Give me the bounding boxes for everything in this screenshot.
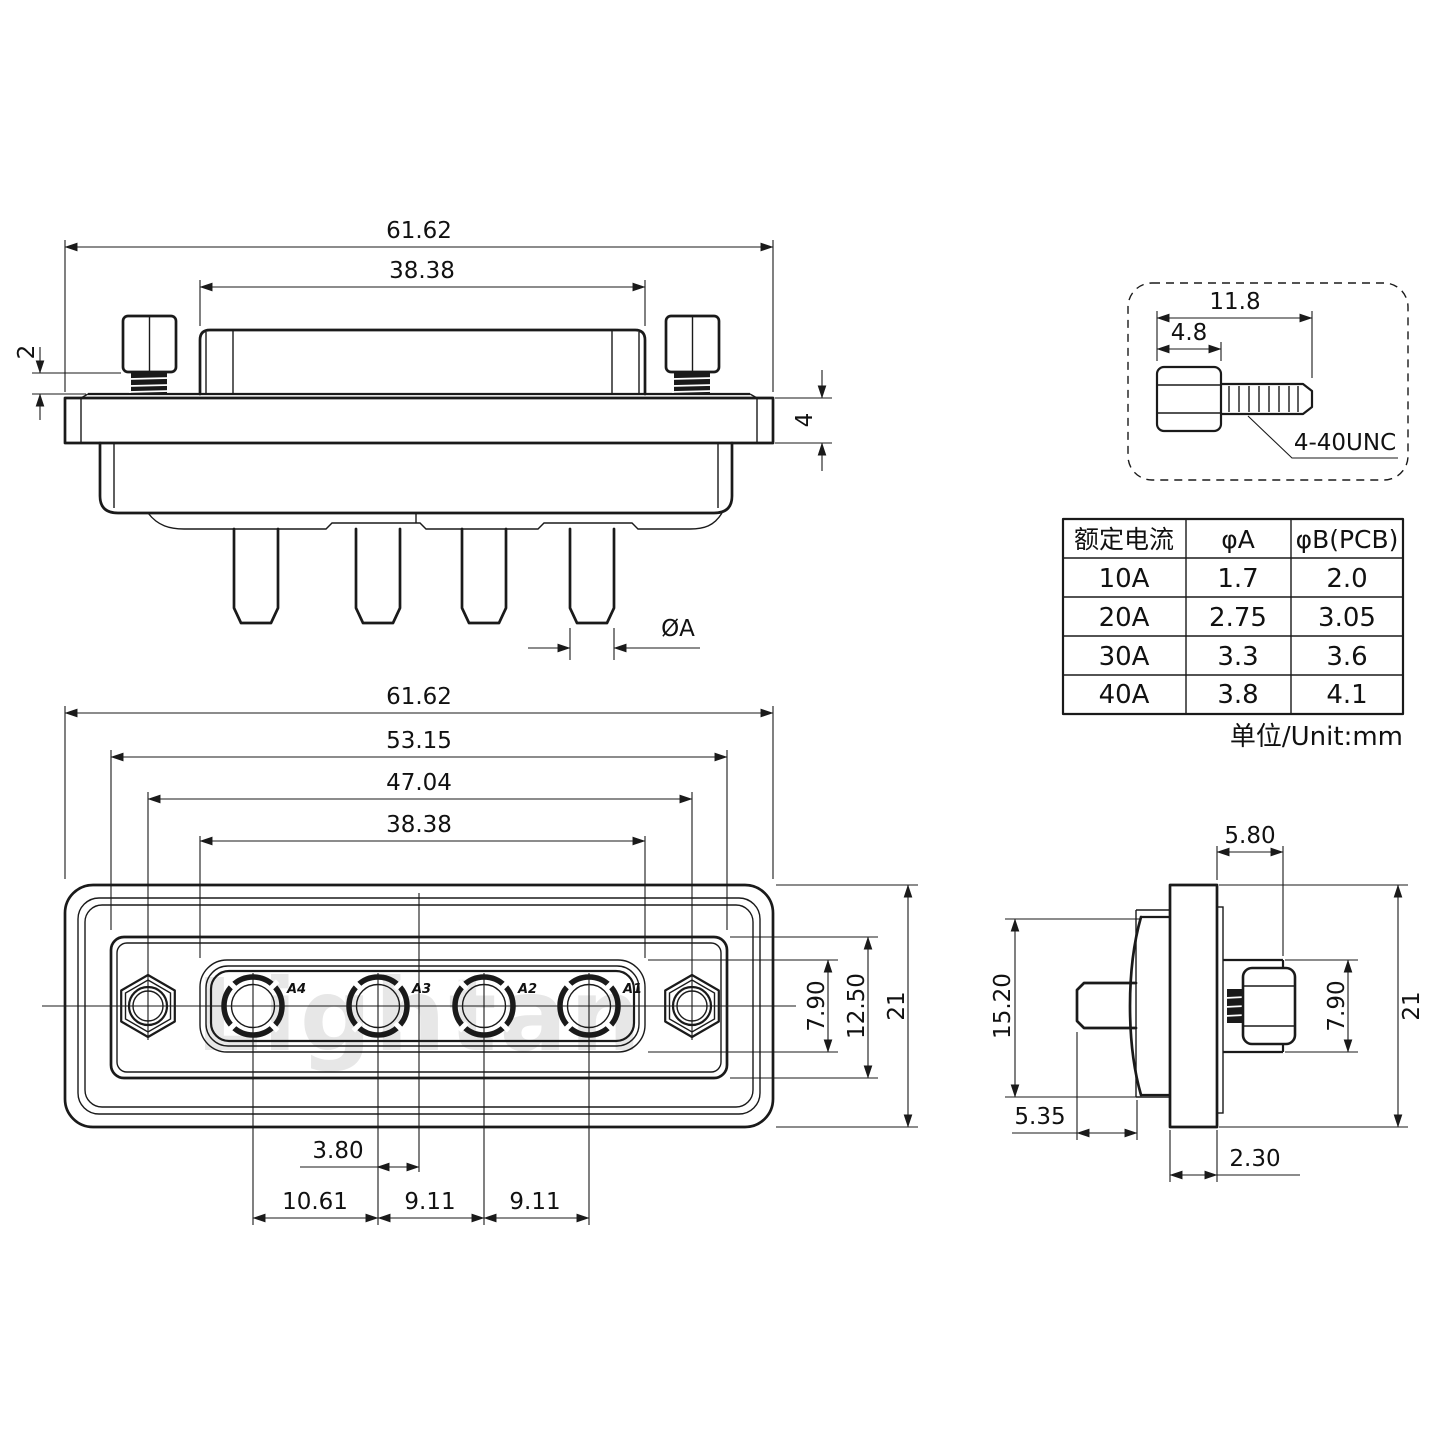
top-view: 61.62 38.38 2 4: [14, 218, 832, 660]
svg-text:53.15: 53.15: [386, 728, 452, 754]
front-view-dim-insert-height: 7.90: [648, 959, 838, 1053]
top-view-flange: [63, 392, 775, 445]
svg-text:10A: 10A: [1099, 564, 1150, 594]
screw-detail-view: 11.8 4.8 4-40UNC: [1127, 282, 1409, 481]
contact-label: A2: [517, 982, 537, 997]
side-view-dim-flange-offset: 2.30: [1169, 1130, 1300, 1182]
top-view-dim-pin-diameter: ØA: [528, 616, 700, 660]
svg-text:15.20: 15.20: [990, 973, 1016, 1039]
top-view-rear-body: [98, 441, 734, 530]
front-view-dim-a3-to-center: 3.80: [300, 1138, 420, 1172]
svg-text:4: 4: [792, 413, 818, 428]
screw-detail-dim-head-length: 4.8: [1156, 320, 1222, 361]
svg-text:11.8: 11.8: [1209, 289, 1260, 315]
svg-text:2.30: 2.30: [1229, 1146, 1280, 1172]
svg-text:7.90: 7.90: [1324, 980, 1350, 1031]
svg-text:4.8: 4.8: [1171, 320, 1208, 346]
side-view-dim-screwhead-height: 7.90: [1285, 959, 1358, 1053]
svg-text:38.38: 38.38: [386, 812, 452, 838]
side-view-jackscrew: [1224, 966, 1297, 1046]
svg-text:9.11: 9.11: [509, 1189, 560, 1215]
side-view: 5.80 15.20 7.90 21 5.35: [990, 823, 1425, 1182]
front-view-dim-boss-width: 53.15: [110, 728, 728, 930]
front-view: A4 A3 A2 A1: [42, 684, 918, 1225]
side-view-body: [1135, 909, 1170, 1098]
table-row: 10A 1.7 2.0: [1099, 564, 1368, 594]
front-view-dim-insert-width: 38.38: [199, 812, 646, 958]
side-view-dim-overall-height: 21: [1219, 884, 1425, 1128]
svg-text:2: 2: [14, 345, 40, 360]
unit-note: 单位/Unit:mm: [1230, 722, 1403, 752]
svg-text:7.90: 7.90: [804, 980, 830, 1031]
svg-text:21: 21: [1399, 991, 1425, 1020]
svg-text:30A: 30A: [1099, 642, 1150, 672]
screw-detail-dim-overall-length: 11.8: [1156, 289, 1313, 378]
svg-text:2.75: 2.75: [1209, 603, 1267, 633]
top-view-pins: [232, 527, 616, 625]
col-header-dia-b-pcb: φB(PCB): [1296, 525, 1399, 554]
svg-text:47.04: 47.04: [386, 770, 452, 796]
col-header-rated-current: 额定电流: [1074, 525, 1174, 554]
svg-text:40A: 40A: [1099, 680, 1150, 710]
svg-text:61.62: 61.62: [386, 218, 452, 244]
svg-text:12.50: 12.50: [844, 973, 870, 1039]
top-view-dim-flange-thickness: 4: [775, 370, 832, 471]
table-row: 30A 3.3 3.6: [1099, 642, 1368, 672]
front-view-dim-overall-height: 21: [776, 884, 918, 1128]
svg-text:38.38: 38.38: [389, 258, 455, 284]
svg-text:9.11: 9.11: [404, 1189, 455, 1215]
top-view-dim-shell-width: 38.38: [199, 258, 646, 326]
svg-text:3.05: 3.05: [1318, 603, 1376, 633]
front-view-dim-overall-width: 61.62: [64, 684, 774, 879]
svg-text:20A: 20A: [1099, 603, 1150, 633]
svg-text:4-40UNC: 4-40UNC: [1294, 430, 1396, 456]
contact-label: A1: [622, 982, 642, 997]
front-view-contact-a2: A2: [452, 974, 537, 1038]
svg-text:10.61: 10.61: [282, 1189, 348, 1215]
svg-text:61.62: 61.62: [386, 684, 452, 710]
spec-table: 额定电流 φA φB(PCB) 10A 1.7 2.0 20A 2.75 3.0…: [1061, 517, 1405, 752]
contact-label: A3: [411, 982, 431, 997]
side-view-pin: [1075, 981, 1138, 1030]
top-view-shell-block: [198, 328, 647, 396]
svg-text:4.1: 4.1: [1326, 680, 1367, 710]
contact-label: A4: [286, 982, 306, 997]
svg-text:2.0: 2.0: [1326, 564, 1367, 594]
svg-text:3.3: 3.3: [1217, 642, 1258, 672]
svg-text:3.6: 3.6: [1326, 642, 1367, 672]
front-view-contact-a1: A1: [557, 974, 642, 1038]
svg-text:5.35: 5.35: [1014, 1104, 1065, 1130]
front-view-contact-a4: A4: [221, 974, 306, 1038]
spec-table-border: [1061, 517, 1405, 716]
svg-text:ØA: ØA: [661, 616, 695, 642]
top-view-dim-screw-standoff: 2: [14, 345, 121, 420]
table-row: 40A 3.8 4.1: [1099, 680, 1368, 710]
table-row: 20A 2.75 3.05: [1099, 603, 1376, 633]
front-view-dim-boss-height: 12.50: [730, 936, 878, 1079]
screw-detail-border: [1127, 282, 1409, 481]
side-view-dim-shell-height: 15.20: [990, 918, 1141, 1098]
side-view-shell: [1128, 915, 1170, 1097]
svg-text:1.7: 1.7: [1217, 564, 1258, 594]
side-view-dim-boss-depth: 5.80: [1216, 823, 1284, 956]
svg-text:3.8: 3.8: [1217, 680, 1258, 710]
screw-detail-thread-callout: 4-40UNC: [1247, 415, 1398, 459]
front-view-contact-a3: A3: [346, 974, 431, 1038]
svg-text:21: 21: [884, 991, 910, 1020]
top-view-left-jackscrew: [121, 314, 178, 394]
side-view-dim-pin-protrusion: 5.35: [1012, 1032, 1138, 1140]
svg-text:5.80: 5.80: [1224, 823, 1275, 849]
watermark-text: Lightan: [196, 957, 644, 1074]
front-view-dim-pitch-chain: 10.61 9.11 9.11: [252, 1189, 590, 1223]
top-view-right-jackscrew: [664, 314, 721, 394]
screw-detail-screw: [1155, 365, 1314, 433]
svg-text:3.80: 3.80: [312, 1138, 363, 1164]
front-view-dim-mount-pitch: 47.04: [147, 770, 693, 1040]
top-view-dim-overall-width: 61.62: [64, 218, 774, 392]
col-header-dia-a: φA: [1221, 525, 1255, 554]
